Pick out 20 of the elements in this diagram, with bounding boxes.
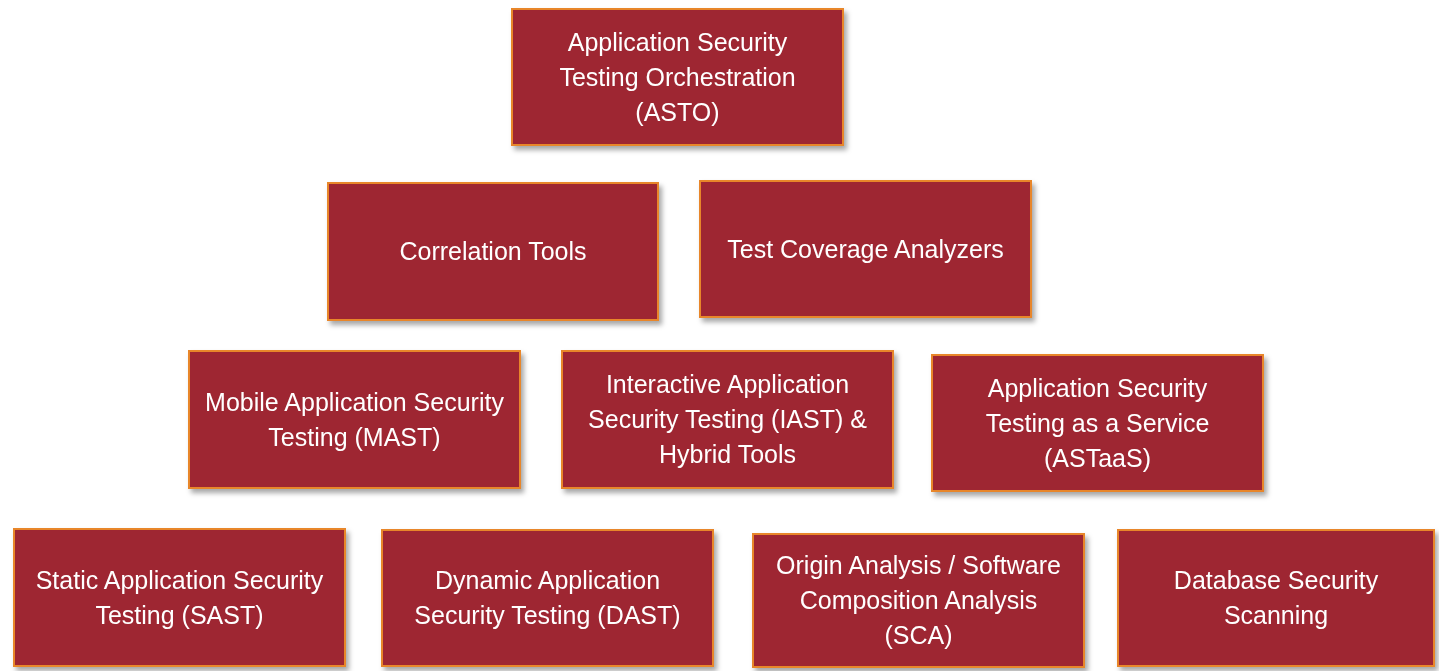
box-label: Application Security Testing as a Service (ASTaaS) xyxy=(984,372,1211,474)
category-box xyxy=(752,533,1085,668)
category-box xyxy=(381,529,714,667)
box-label: Application Security Testing Orchestration (ASTO) xyxy=(558,26,797,128)
category-box xyxy=(561,350,894,489)
category-box xyxy=(188,350,521,489)
box-label: Dynamic Application Security Testing (DAST) xyxy=(413,565,682,631)
box-label: Mobile Application Security Testing (MAST) xyxy=(204,386,505,453)
box-label: Origin Analysis / Software Composition Analysis (SCA) xyxy=(775,550,1062,651)
category-box xyxy=(13,528,346,667)
box-label: Interactive Application Security Testing (IAST) & Hybrid Tools xyxy=(587,369,868,470)
category-box xyxy=(931,354,1264,492)
category-box xyxy=(1117,529,1435,667)
category-box xyxy=(327,182,659,321)
category-box xyxy=(699,180,1032,318)
box-label: Correlation Tools xyxy=(398,236,588,267)
box-label: Static Application Security Testing (SAST) xyxy=(34,564,325,631)
box-label: Database Security Scanning xyxy=(1172,565,1380,631)
box-label: Test Coverage Analyzers xyxy=(726,233,1005,265)
category-box xyxy=(511,8,844,146)
